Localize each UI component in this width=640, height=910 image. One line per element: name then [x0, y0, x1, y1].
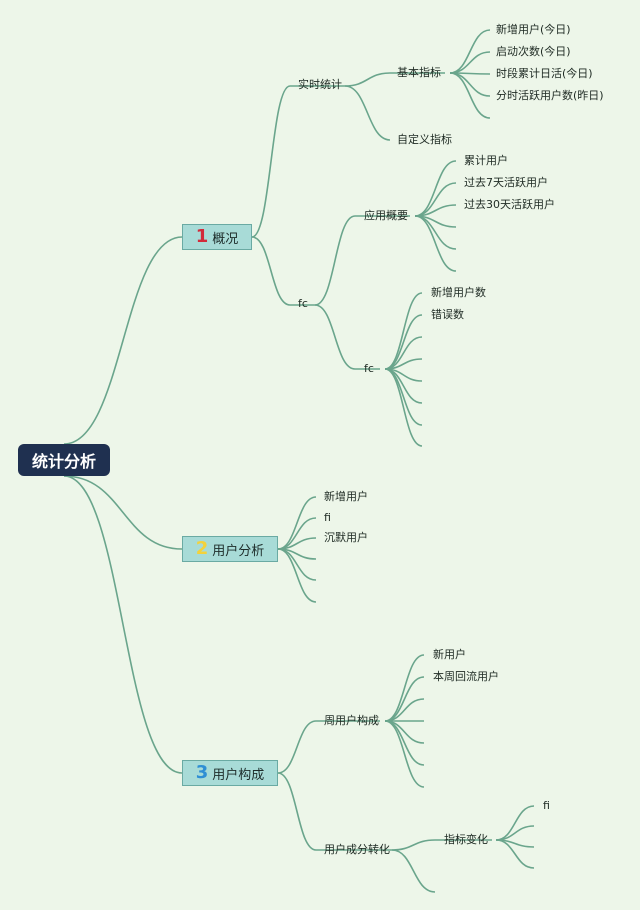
section-number-2: 2	[195, 538, 209, 559]
connector-line-19	[414, 160, 457, 217]
connector-line-1	[63, 475, 183, 550]
connector-line-13	[449, 72, 491, 97]
connector-line-15	[314, 215, 356, 306]
connector-line-38	[277, 548, 317, 603]
section-user-analysis-node[interactable]: 2 用户分析	[182, 536, 278, 562]
leaf-total-users[interactable]: 累计用户	[464, 154, 508, 167]
leaf-period-dau-today[interactable]: 时段累计日活(今日)	[496, 67, 593, 80]
connector-line-54	[495, 825, 535, 841]
section-overview-node[interactable]: 1 概况	[182, 224, 252, 250]
leaf-7day-active[interactable]: 过去7天活跃用户	[464, 176, 548, 189]
node-indicator-change[interactable]: 指标变化	[444, 833, 488, 846]
node-fc[interactable]: fc	[298, 297, 308, 310]
leaf-fi[interactable]: fi	[324, 511, 331, 524]
node-weekly-composition[interactable]: 周用户构成	[324, 714, 379, 727]
section-number-1: 1	[195, 226, 209, 247]
connector-line-14	[449, 72, 491, 119]
connector-line-50	[391, 839, 436, 851]
root-node[interactable]: 统计分析	[18, 444, 110, 476]
connector-line-0	[63, 236, 183, 445]
leaf-new-users-today[interactable]: 新增用户(今日)	[496, 23, 571, 36]
node-custom-metrics[interactable]: 自定义指标	[397, 133, 452, 146]
connector-line-11	[449, 51, 491, 74]
connector-line-26	[384, 314, 423, 370]
connector-line-25	[384, 292, 423, 370]
connector-line-2	[63, 475, 183, 774]
section-user-composition-node[interactable]: 3 用户构成	[182, 760, 278, 786]
leaf-hourly-active-yesterday[interactable]: 分时活跃用户数(昨日)	[496, 89, 604, 102]
connector-line-56	[495, 839, 535, 869]
connector-line-33	[277, 496, 317, 550]
connector-line-7	[344, 72, 391, 87]
connector-line-41	[277, 772, 317, 851]
section-number-3: 3	[195, 762, 209, 783]
section-label: 概况	[212, 231, 239, 247]
connector-line-3	[251, 85, 291, 238]
leaf-silent-users[interactable]: 沉默用户	[324, 531, 368, 544]
connector-line-9	[344, 85, 391, 141]
leaf-error-count[interactable]: 错误数	[431, 308, 464, 321]
section-label: 用户构成	[212, 767, 265, 783]
leaf-fi-2[interactable]: fi	[543, 799, 550, 812]
connector-line-39	[277, 720, 317, 774]
connector-line-32	[384, 368, 423, 447]
node-fc-2[interactable]: fc	[364, 362, 374, 375]
connector-line-49	[384, 720, 425, 788]
section-label: 用户分析	[212, 543, 265, 559]
connector-line-52	[391, 849, 436, 893]
leaf-new-user[interactable]: 新用户	[433, 648, 466, 661]
leaf-new-users[interactable]: 新增用户	[324, 490, 368, 503]
connector-line-10	[449, 29, 491, 74]
connector-line-5	[251, 236, 291, 306]
connector-line-31	[384, 368, 423, 426]
node-realtime-stats[interactable]: 实时统计	[298, 78, 342, 91]
node-app-overview[interactable]: 应用概要	[364, 209, 408, 222]
leaf-new-user-count[interactable]: 新增用户数	[431, 286, 486, 299]
connector-line-53	[495, 805, 535, 841]
leaf-returning-users[interactable]: 本周回流用户	[433, 670, 499, 683]
leaf-30day-active[interactable]: 过去30天活跃用户	[464, 198, 555, 211]
node-basic-metrics[interactable]: 基本指标	[397, 66, 441, 79]
connector-line-17	[314, 304, 356, 370]
node-composition-conversion[interactable]: 用户成分转化	[324, 843, 390, 856]
leaf-launches-today[interactable]: 启动次数(今日)	[496, 45, 571, 58]
connector-line-24	[414, 215, 457, 272]
